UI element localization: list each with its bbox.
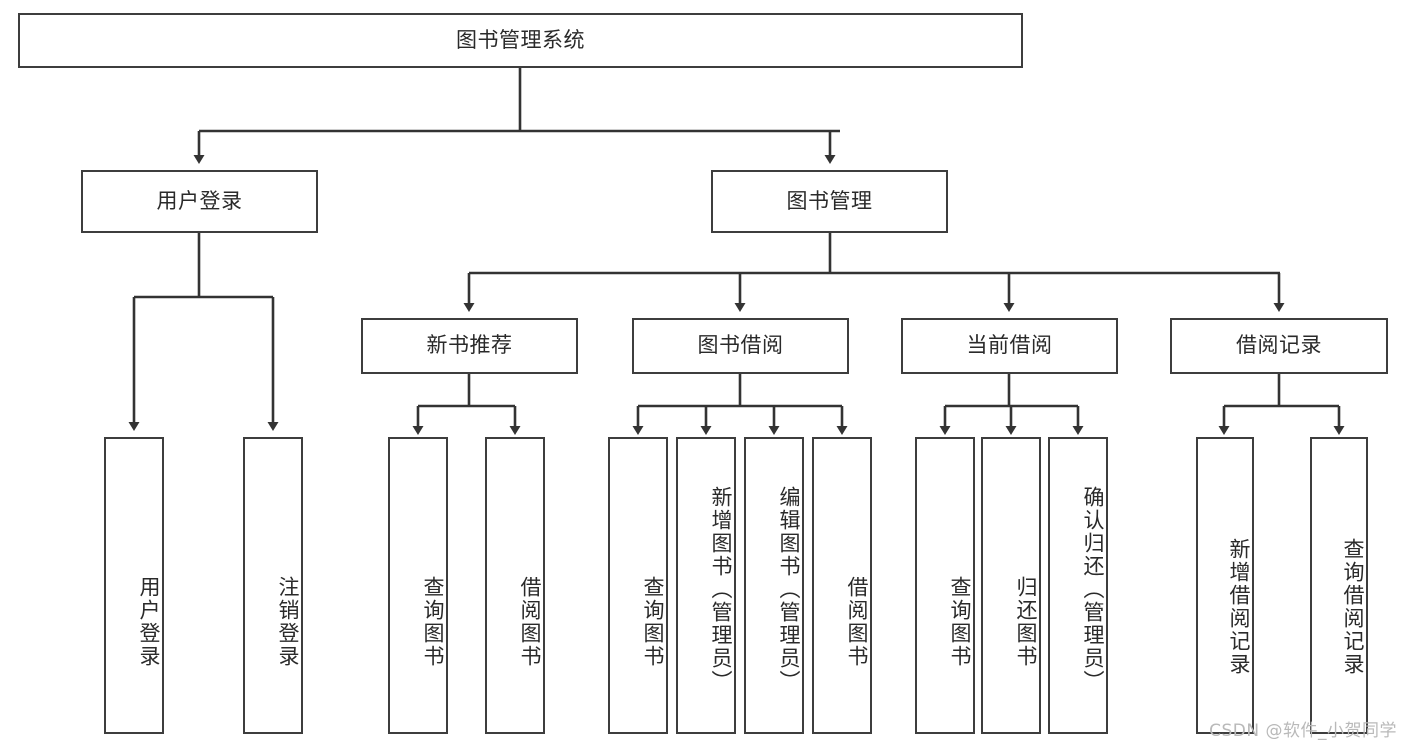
node-new-book-rec[interactable]: 新书推荐 bbox=[361, 318, 578, 374]
node-leaf-query-record-label: 查询借阅记录 bbox=[1341, 537, 1365, 676]
node-current-borrow-label: 当前借阅 bbox=[966, 333, 1053, 358]
node-leaf-query-book-1[interactable]: 查询图书 bbox=[388, 437, 448, 734]
node-book-borrow-label: 图书借阅 bbox=[697, 333, 784, 358]
node-leaf-confirm-return[interactable]: 确认归还（管理员） bbox=[1048, 437, 1108, 734]
node-current-borrow[interactable]: 当前借阅 bbox=[901, 318, 1118, 374]
node-leaf-borrow-book-2-label: 借阅图书 bbox=[845, 575, 869, 668]
node-borrow-record-label: 借阅记录 bbox=[1236, 333, 1322, 358]
node-leaf-add-book[interactable]: 新增图书（管理员） bbox=[676, 437, 736, 734]
node-root-label: 图书管理系统 bbox=[456, 27, 585, 52]
node-user-login[interactable]: 用户登录 bbox=[81, 170, 318, 233]
node-leaf-query-book-1-label: 查询图书 bbox=[421, 575, 445, 668]
node-leaf-user-login[interactable]: 用户登录 bbox=[104, 437, 164, 734]
node-leaf-add-record[interactable]: 新增借阅记录 bbox=[1196, 437, 1254, 734]
node-leaf-borrow-book-1[interactable]: 借阅图书 bbox=[485, 437, 545, 734]
node-user-login-label: 用户登录 bbox=[156, 188, 243, 213]
node-leaf-confirm-return-label: 确认归还（管理员） bbox=[1081, 486, 1105, 693]
node-leaf-return-book[interactable]: 归还图书 bbox=[981, 437, 1041, 734]
node-leaf-edit-book[interactable]: 编辑图书（管理员） bbox=[744, 437, 804, 734]
node-borrow-record[interactable]: 借阅记录 bbox=[1170, 318, 1388, 374]
node-leaf-add-record-label: 新增借阅记录 bbox=[1227, 537, 1251, 676]
node-leaf-add-book-label: 新增图书（管理员） bbox=[709, 486, 733, 693]
node-new-book-rec-label: 新书推荐 bbox=[426, 333, 513, 358]
node-leaf-user-logout[interactable]: 注销登录 bbox=[243, 437, 303, 734]
node-leaf-user-logout-label: 注销登录 bbox=[276, 575, 300, 668]
node-root[interactable]: 图书管理系统 bbox=[18, 13, 1023, 68]
node-leaf-edit-book-label: 编辑图书（管理员） bbox=[777, 486, 801, 693]
node-leaf-query-record[interactable]: 查询借阅记录 bbox=[1310, 437, 1368, 734]
node-leaf-query-book-2[interactable]: 查询图书 bbox=[608, 437, 668, 734]
node-leaf-borrow-book-2[interactable]: 借阅图书 bbox=[812, 437, 872, 734]
node-leaf-query-book-3[interactable]: 查询图书 bbox=[915, 437, 975, 734]
node-book-borrow[interactable]: 图书借阅 bbox=[632, 318, 849, 374]
node-leaf-query-book-3-label: 查询图书 bbox=[948, 575, 972, 668]
node-leaf-borrow-book-1-label: 借阅图书 bbox=[518, 575, 542, 668]
node-leaf-return-book-label: 归还图书 bbox=[1014, 575, 1038, 668]
node-leaf-user-login-label: 用户登录 bbox=[137, 575, 161, 668]
node-book-manage-label: 图书管理 bbox=[786, 188, 873, 213]
node-book-manage[interactable]: 图书管理 bbox=[711, 170, 948, 233]
node-leaf-query-book-2-label: 查询图书 bbox=[641, 575, 665, 668]
watermark: CSDN @软件_小贺同学 bbox=[1209, 721, 1397, 741]
